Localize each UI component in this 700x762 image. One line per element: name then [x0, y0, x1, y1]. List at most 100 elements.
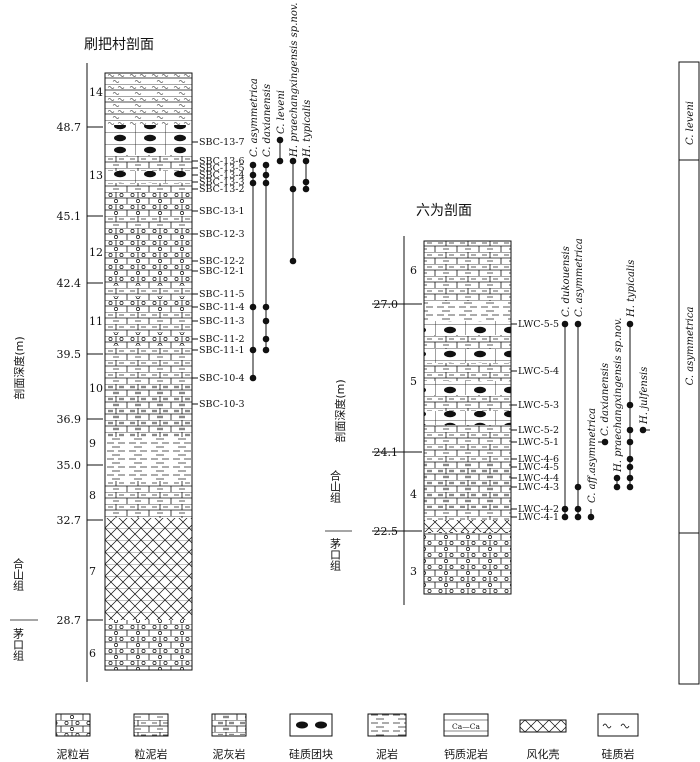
sample-label: LWC-5-3 — [518, 400, 559, 411]
species-label: H. typicalis — [626, 260, 637, 318]
depth-tick: 39.5 — [57, 348, 82, 361]
zone-label-asymmetrica: C. asymmetrica — [685, 307, 696, 386]
sample-label: SBC-10-3 — [199, 399, 245, 410]
svg-text:风化壳: 风化壳 — [527, 747, 560, 761]
bed-number: 13 — [89, 169, 103, 182]
calc-mudstone-symbol: Ca—Ca — [452, 722, 480, 731]
bed-number: 3 — [410, 565, 417, 578]
section1-ranges — [249, 136, 310, 382]
sample-label: SBC-12-2 — [199, 256, 245, 267]
section2-species-labels: C. dukouensis C. asymmetrica C. aff.asym… — [561, 238, 650, 503]
lithology-legend: 泥粒岩 粒泥岩 泥灰岩 硅质团块 泥岩 Ca—Ca 钙质泥岩 — [55, 713, 639, 761]
sample-label: LWC-4-1 — [518, 512, 559, 523]
section-shuabacun: 刷把村剖面 剖面深度(m) 14 13 — [10, 3, 313, 682]
species-label: C. aff.asymmetrica — [587, 408, 598, 503]
bed-number: 14 — [89, 86, 103, 99]
sample-label: SBC-13-5 — [199, 163, 245, 174]
species-label: C. leveni — [276, 90, 287, 134]
section2-lithology-column — [423, 240, 512, 595]
legend-item-wackestone: 粒泥岩 — [133, 713, 169, 761]
sample-label: SBC-13-6 — [199, 156, 245, 167]
bed-number: 9 — [89, 437, 96, 450]
section1-title: 刷把村剖面 — [84, 37, 154, 53]
bed-number: 10 — [89, 382, 103, 395]
section1-axis-label: 剖面深度(m) — [12, 336, 26, 399]
zone-label-leveni: C. leveni — [685, 101, 696, 145]
depth-tick: 35.0 — [57, 459, 82, 472]
sample-label: LWC-4-3 — [518, 482, 559, 493]
svg-text:粒泥岩: 粒泥岩 — [135, 747, 168, 761]
species-label: C. dukouensis — [561, 246, 572, 317]
legend-item-marl: 泥灰岩 — [211, 713, 247, 761]
legend-item-mudstone: 泥岩 — [367, 713, 407, 761]
species-label: H. praechangxingensis sp.nov. — [613, 318, 624, 473]
bed-number: 8 — [89, 489, 96, 502]
zone-column: C. leveni C. asymmetrica — [678, 61, 700, 685]
depth-tick: 36.9 — [57, 413, 82, 426]
bed-number: 5 — [410, 375, 417, 388]
svg-text:泥粒岩: 泥粒岩 — [57, 747, 90, 761]
bed-number: 6 — [89, 647, 96, 660]
legend-item-chert-nodule: 硅质团块 — [289, 713, 333, 761]
section1-species-labels: C. asymmetrica C. daxianensis C. leveni … — [249, 3, 313, 158]
sample-label: LWC-5-5 — [518, 319, 559, 330]
species-label: C. asymmetrica — [249, 78, 260, 157]
section1-bed-numbers: 14 13 12 11 10 9 8 7 6 — [89, 86, 103, 660]
depth-tick: 24.1 — [374, 446, 399, 459]
svg-text:钙质泥岩: 钙质泥岩 — [444, 747, 488, 761]
sample-label: SBC-12-1 — [199, 266, 245, 277]
sample-label: LWC-5-2 — [518, 425, 559, 436]
depth-tick: 27.0 — [374, 298, 399, 311]
legend-item-packstone: 泥粒岩 — [55, 713, 91, 761]
sample-label: LWC-4-2 — [518, 504, 559, 515]
section2-depth-ticks: 27.0 24.1 22.5 — [372, 298, 422, 538]
sample-label: SBC-11-3 — [199, 316, 245, 327]
depth-tick: 42.4 — [57, 277, 82, 290]
bed-number: 7 — [89, 565, 96, 578]
svg-text:硅质团块: 硅质团块 — [289, 748, 333, 761]
species-label: C. daxianensis — [262, 84, 273, 157]
sample-label: SBC-10-4 — [199, 373, 245, 384]
sample-label: LWC-4-5 — [518, 462, 559, 473]
sample-label: SBC-11-2 — [199, 334, 245, 345]
svg-text:泥岩: 泥岩 — [376, 747, 398, 761]
sample-label: SBC-13-1 — [199, 206, 245, 217]
legend-item-chert: 硅质岩 — [597, 713, 639, 761]
bed-number: 11 — [89, 315, 103, 328]
sample-label: SBC-13-2 — [199, 184, 245, 195]
species-label: H. typicalis — [302, 100, 313, 158]
sample-label: SBC-13-3 — [199, 177, 245, 188]
species-label: C. daxianensis — [600, 363, 611, 436]
formation-heshan: 合山组 — [12, 557, 25, 591]
formation-maokou: 茅口组 — [329, 538, 342, 571]
depth-tick: 28.7 — [57, 614, 82, 627]
sample-label: SBC-13-7 — [199, 137, 245, 148]
formation-heshan: 合山组 — [329, 469, 342, 503]
section2-samples: LWC-5-5 LWC-5-4 LWC-5-3 LWC-5-2 LWC-5-1 … — [511, 319, 559, 523]
bed-number: 12 — [89, 246, 103, 259]
sample-label: SBC-11-1 — [199, 345, 245, 356]
species-label: H. julfensis — [639, 367, 650, 425]
sample-label: SBC-13-4 — [199, 170, 245, 181]
section2-bed-numbers: 6 5 4 3 — [410, 264, 417, 578]
bed-number: 4 — [410, 488, 417, 501]
svg-text:硅质岩: 硅质岩 — [602, 747, 635, 761]
legend-item-weathering-crust: 风化壳 — [519, 719, 567, 761]
section-liuwei: 六为剖面 剖面深度(m) 6 5 4 3 — [325, 203, 650, 605]
sample-label: SBC-12-3 — [199, 229, 245, 240]
section2-title: 六为剖面 — [416, 203, 472, 219]
sample-label: SBC-11-5 — [199, 289, 245, 300]
sample-label: LWC-5-1 — [518, 437, 559, 448]
section2-axis-label: 剖面深度(m) — [333, 379, 347, 442]
bed-number: 6 — [410, 264, 417, 277]
depth-tick: 45.1 — [57, 210, 82, 223]
species-label: C. asymmetrica — [574, 238, 585, 317]
depth-tick: 32.7 — [57, 514, 82, 527]
section2-ranges — [561, 320, 650, 521]
species-label: H. praechangxingensis sp.nov. — [289, 3, 300, 158]
sample-label: LWC-4-4 — [518, 473, 559, 484]
svg-text:泥灰岩: 泥灰岩 — [213, 747, 246, 761]
legend-item-calcareous-mudstone: Ca—Ca 钙质泥岩 — [443, 713, 489, 761]
depth-tick: 48.7 — [57, 121, 82, 134]
